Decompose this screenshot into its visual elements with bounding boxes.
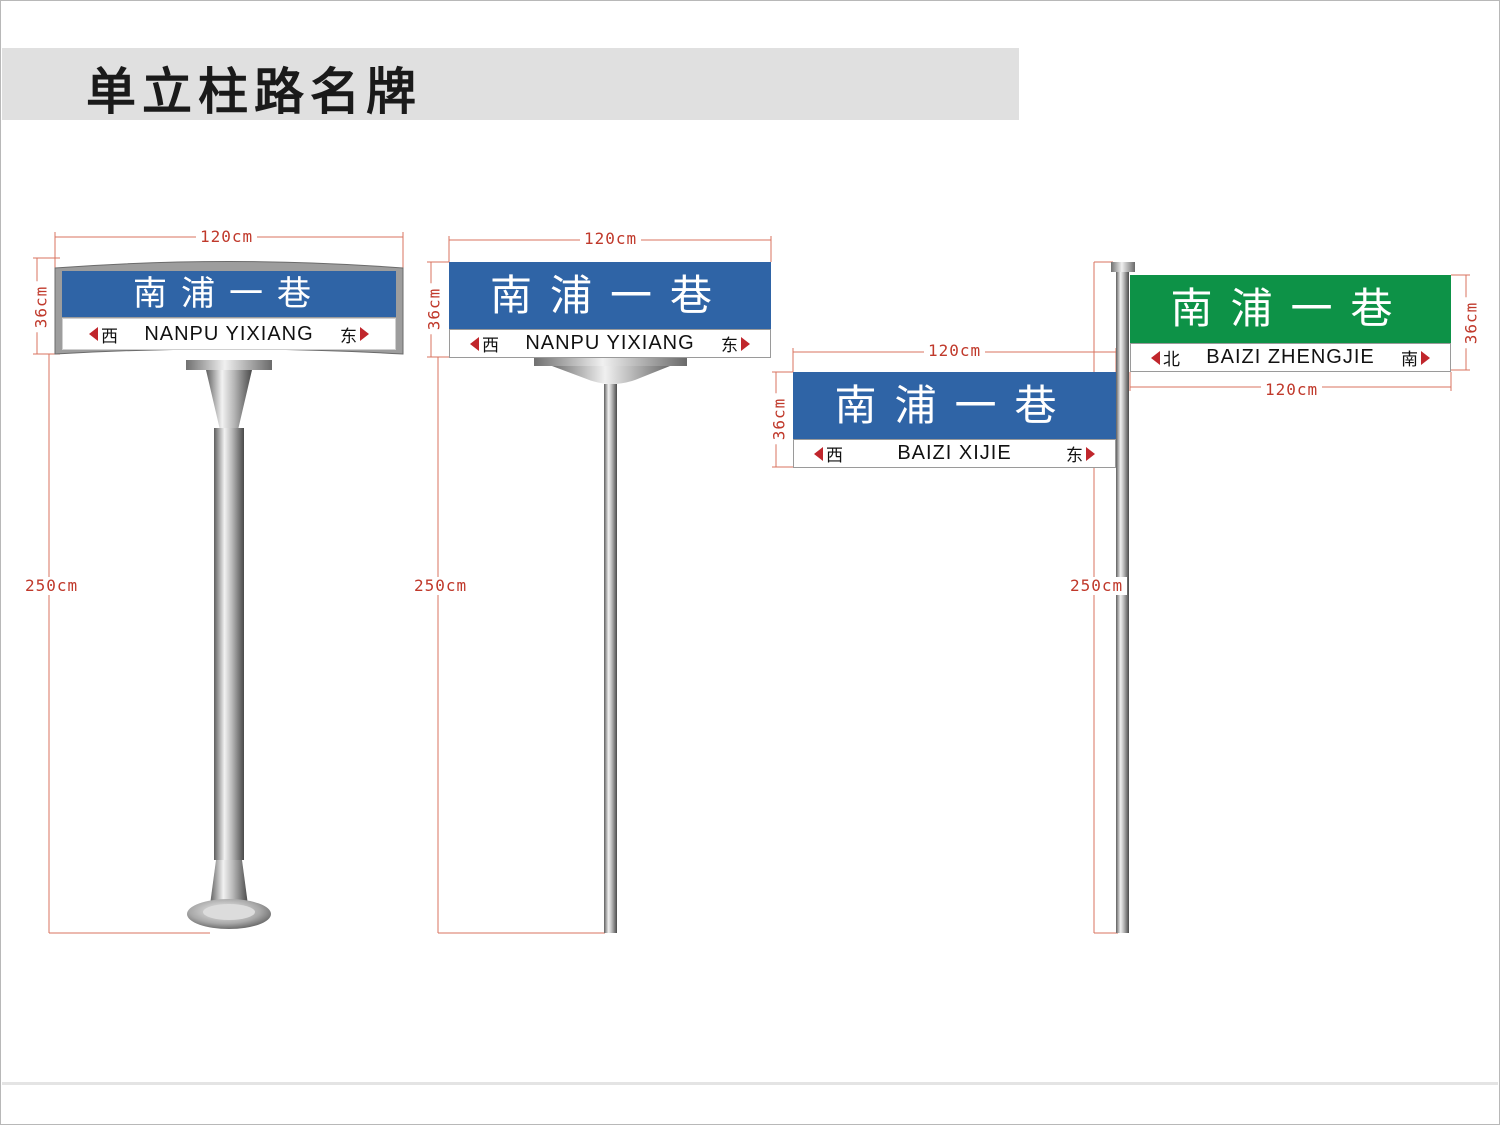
dim-height-1: 36cm [31, 281, 51, 333]
arrow-left-icon [1151, 350, 1160, 365]
dim-height-3: 36cm [769, 393, 789, 445]
sign-1-west-label: 西 [101, 326, 118, 346]
arrow-right-icon [1086, 446, 1095, 461]
sign-1-west: 西 [89, 322, 118, 347]
sign-2-east-label: 东 [721, 336, 738, 355]
arrow-right-icon [741, 336, 750, 351]
dim-width-1: 120cm [196, 228, 258, 246]
dim-width-4: 120cm [1261, 381, 1323, 399]
sign-3-west: 西 [814, 441, 843, 466]
arrow-right-icon [360, 327, 369, 341]
sign-4-south: 南 [1401, 345, 1430, 370]
pole-3 [1111, 262, 1135, 933]
sign-2-bottom: 西 NANPU YIXIANG 东 [449, 329, 771, 358]
sign-1-name: 南浦一巷 [62, 271, 396, 317]
sign-3-bottom: 西 BAIZI XIJIE 东 [793, 439, 1116, 468]
sign-2-roman: NANPU YIXIANG [525, 332, 695, 354]
sign-3-east-label: 东 [1066, 446, 1083, 465]
arrow-left-icon [89, 327, 98, 341]
dim-height-4: 36cm [1461, 297, 1481, 349]
dim-pole-1: 250cm [21, 577, 83, 595]
sign-3-roman: BAIZI XIJIE [897, 442, 1012, 464]
sign-3-name: 南浦一巷 [793, 372, 1116, 439]
sign-2-name: 南浦一巷 [449, 262, 771, 329]
sign-1-roman: NANPU YIXIANG [144, 322, 314, 345]
sign-2-west: 西 [470, 331, 499, 356]
dim-width-2: 120cm [580, 230, 642, 248]
sign-1-east: 东 [340, 322, 369, 347]
dim-pole-2: 250cm [410, 577, 472, 595]
sign-4-north-label: 北 [1163, 350, 1180, 369]
footer-line [2, 1082, 1498, 1085]
pole-2 [534, 358, 687, 933]
sign-1-bottom: 西 NANPU YIXIANG 东 [62, 318, 396, 350]
sign-1-east-label: 东 [340, 326, 357, 346]
sign-4-name: 南浦一巷 [1130, 275, 1451, 343]
sign-2-east: 东 [721, 331, 750, 356]
sign-4-roman: BAIZI ZHENGJIE [1206, 346, 1375, 368]
page-title: 单立柱路名牌 [86, 63, 422, 121]
sign-3-west-label: 西 [826, 446, 843, 465]
sign-2-west-label: 西 [482, 336, 499, 355]
dim-width-3: 120cm [924, 342, 986, 360]
sign-3-east: 东 [1066, 441, 1095, 466]
sign-4-north: 北 [1151, 345, 1180, 370]
sign-4-south-label: 南 [1401, 350, 1418, 369]
pole-1 [54, 261, 404, 929]
arrow-left-icon [814, 446, 823, 461]
title-band [2, 48, 1019, 120]
dim-height-2: 36cm [424, 283, 444, 335]
arrow-right-icon [1421, 350, 1430, 365]
dim-pole-3: 250cm [1066, 577, 1128, 595]
sign-4-bottom: 北 BAIZI ZHENGJIE 南 [1130, 343, 1451, 372]
arrow-left-icon [470, 336, 479, 351]
